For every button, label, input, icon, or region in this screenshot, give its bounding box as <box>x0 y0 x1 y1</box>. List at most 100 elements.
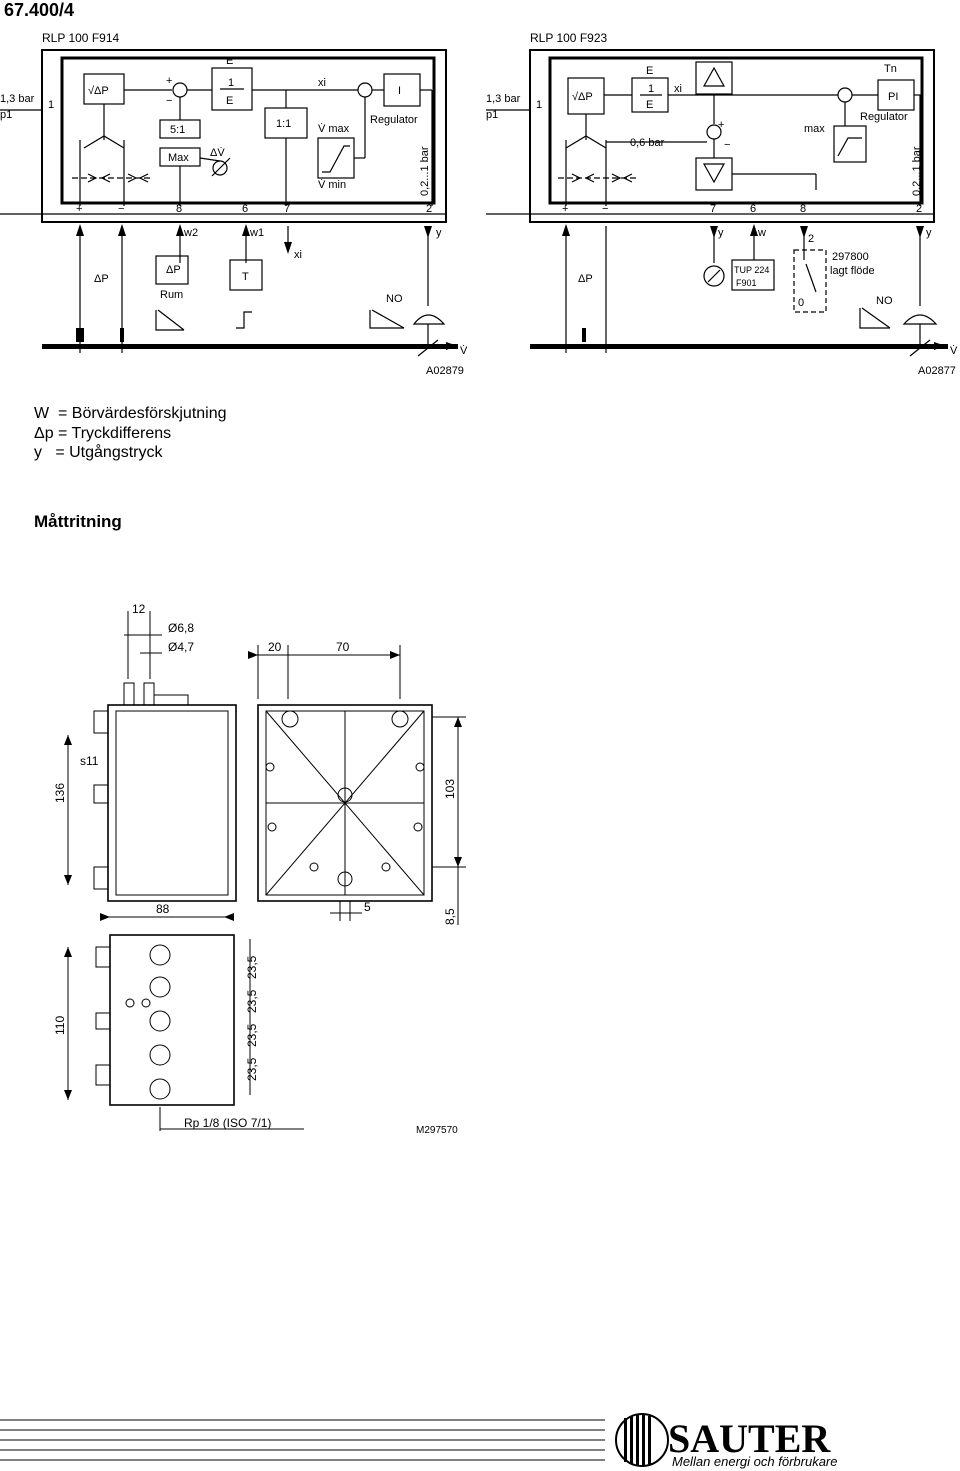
right-bar06: 0,6 bar <box>630 137 665 149</box>
right-term-7: 7 <box>710 203 716 215</box>
section-title: Måttritning <box>34 512 122 531</box>
dim-85: 8,5 <box>443 908 457 925</box>
summing-junction-2 <box>357 82 373 98</box>
left-e-top: E <box>226 55 233 67</box>
legend-y: y = Utgångstryck <box>34 444 163 461</box>
side-view-body <box>107 704 237 902</box>
right-input-pressure: 1,3 bar <box>486 93 521 105</box>
right-relay-text: lagt flöde <box>830 265 875 277</box>
left-title: RLP 100 F914 <box>42 31 119 45</box>
left-minus: − <box>166 95 172 107</box>
right-damper-actuator <box>902 314 938 325</box>
right-housing-frame <box>529 49 935 223</box>
dim-20: 20 <box>268 640 282 654</box>
dim-103: 103 <box>443 779 457 799</box>
dim-47: Ø4,7 <box>168 640 194 654</box>
dim-88: 88 <box>156 902 170 916</box>
right-term-8: 8 <box>800 203 806 215</box>
left-regulator: Regulator <box>370 114 418 126</box>
left-term-7: 7 <box>284 203 290 215</box>
left-delta-v: ΔV̇ <box>210 146 225 159</box>
left-input-pressure: 1,3 bar <box>0 93 35 105</box>
mount-hole-1 <box>281 710 299 728</box>
right-tn: Tn <box>884 63 897 75</box>
ratio-5-1-block <box>159 119 201 139</box>
right-minus: − <box>724 139 730 151</box>
dim-110: 110 <box>53 1016 67 1035</box>
dim-235-b: 23,5 <box>245 989 259 1013</box>
left-code: A02879 <box>426 365 464 377</box>
right-input-label: p1 <box>486 109 498 121</box>
dimension-drawing: 12 Ø6,8 Ø4,7 20 70 s11 88 5 Rp 1/8 (ISO … <box>53 602 466 1136</box>
right-term-minus: − <box>602 203 608 215</box>
left-vmin: V̇ min <box>318 178 346 191</box>
right-tup-1: TUP 224 <box>734 265 769 275</box>
document-id: 67.400/4 <box>4 0 75 20</box>
dim-235-c: 23,5 <box>245 1023 259 1047</box>
right-code: A02877 <box>918 365 956 377</box>
right-e-num: 1 <box>648 83 654 95</box>
right-y-right: y <box>926 227 932 239</box>
relay-297800 <box>793 249 827 313</box>
right-bar-range: 0,2...1 bar <box>911 146 923 196</box>
dim-s11: s11 <box>80 754 99 768</box>
dim-235-d: 23,5 <box>245 1057 259 1081</box>
left-input-label: p1 <box>0 109 12 121</box>
right-max: max <box>804 123 825 135</box>
integrator-block <box>383 73 421 107</box>
legend: W = Börvärdesförskjutning Δp = Tryckdiff… <box>34 404 227 463</box>
left-no: NO <box>386 293 403 305</box>
left-block-diagram: RLP 100 F914 1,3 bar p1 1 √ΔP E 1 E 5:1 … <box>0 31 468 377</box>
right-sqrt-dp: √ΔP <box>572 91 593 103</box>
right-term-2: 2 <box>916 203 922 215</box>
right-w: w <box>757 227 766 239</box>
port-5 <box>149 1078 171 1100</box>
left-dp-rum-bottom: Rum <box>160 289 183 301</box>
right-dp: ΔP <box>578 273 593 285</box>
bottom-view-body <box>257 704 433 902</box>
dim-70: 70 <box>336 640 350 654</box>
left-y: y <box>436 227 442 239</box>
damper-actuator <box>412 314 446 325</box>
block-1-over-e <box>211 67 253 111</box>
left-w1: w1 <box>249 227 264 239</box>
footer: SAUTER Mellan energi och förbrukare <box>0 1413 837 1469</box>
front-view-body <box>109 934 235 1106</box>
left-bar-range: 0,2...1 bar <box>419 146 431 196</box>
left-port-1: 1 <box>48 99 54 111</box>
left-housing-frame <box>41 49 447 223</box>
right-plus: + <box>718 119 724 131</box>
left-t-block: T <box>242 271 249 283</box>
port-3 <box>149 1010 171 1032</box>
right-pi: PI <box>888 91 898 103</box>
right-title: RLP 100 F923 <box>530 31 607 45</box>
right-tup-2: F901 <box>736 278 757 288</box>
port-4 <box>149 1044 171 1066</box>
tup-224-block <box>731 259 775 291</box>
legend-dp: Δp = Tryckdifferens <box>34 424 172 442</box>
right-zero: 0 <box>798 297 804 309</box>
left-term-minus: − <box>118 203 124 215</box>
left-dp-rum-top: ΔP <box>166 264 181 276</box>
left-duct <box>42 344 458 349</box>
right-duct <box>530 344 948 349</box>
left-e-num: 1 <box>228 77 234 89</box>
left-plus: + <box>166 75 172 87</box>
left-term-2: 2 <box>426 203 432 215</box>
right-two: 2 <box>808 233 814 245</box>
port-1 <box>149 944 171 966</box>
right-e-top: E <box>646 65 653 77</box>
right-xi: xi <box>674 83 682 95</box>
left-ratio-51: 5:1 <box>170 124 185 136</box>
right-term-plus: + <box>562 203 568 215</box>
right-no: NO <box>876 295 893 307</box>
left-sqrt-dp: √ΔP <box>88 85 109 97</box>
temperature-sensor <box>229 259 263 291</box>
left-term-6: 6 <box>242 203 248 215</box>
dim-136: 136 <box>53 783 67 803</box>
left-xi: xi <box>318 77 326 89</box>
right-regulator: Regulator <box>860 111 908 123</box>
mount-hole-center <box>337 787 353 803</box>
left-max: Max <box>168 152 189 164</box>
left-i-block: I <box>398 85 401 97</box>
